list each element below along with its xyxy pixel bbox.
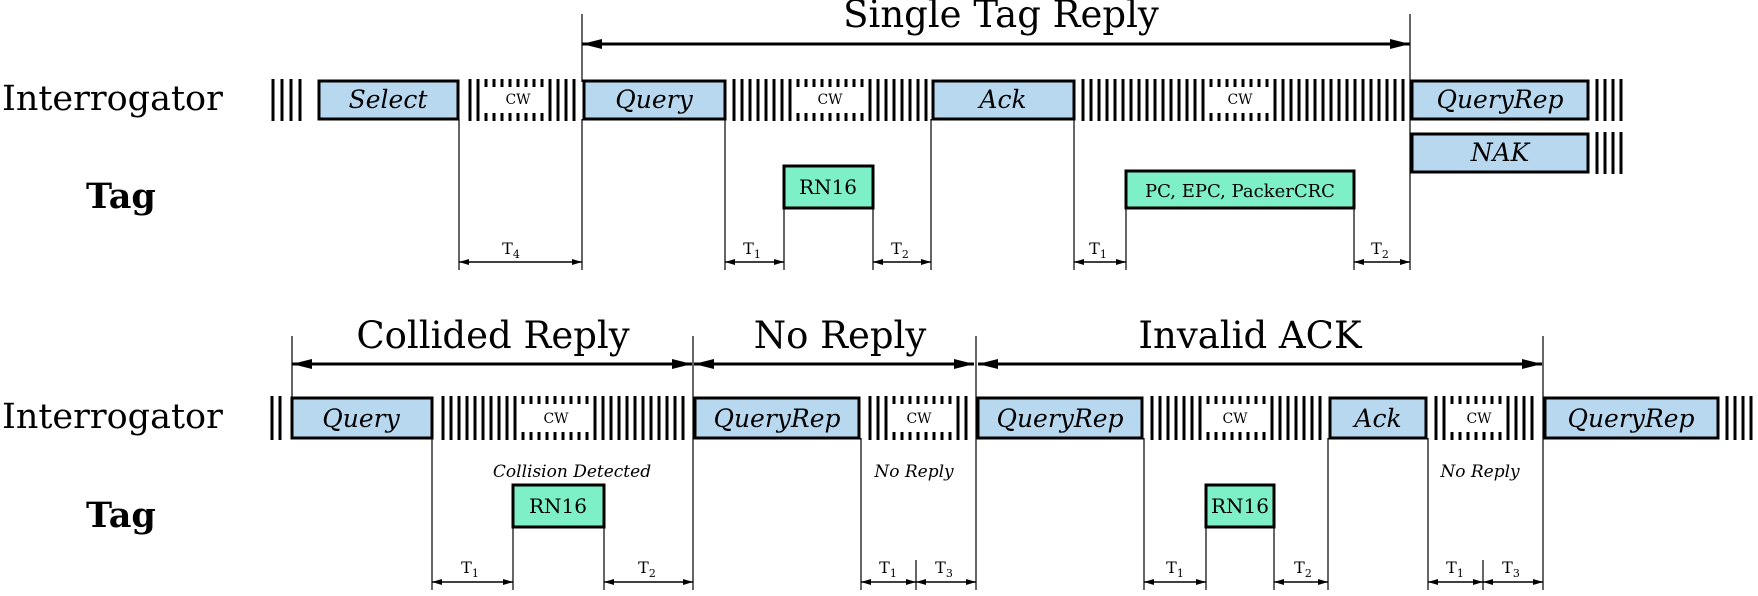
title-no-reply: No Reply (754, 314, 927, 357)
queryrep-command-box (1410, 79, 1590, 121)
t4-label: T4 (502, 239, 520, 261)
ack-command-label: Ack (1352, 404, 1401, 433)
pc-epc-crc-reply-label: PC, EPC, PackerCRC (1145, 181, 1335, 202)
ack-command-box (1328, 396, 1428, 440)
rn16-reply-box (782, 164, 875, 210)
no-reply-note: No Reply (1439, 462, 1520, 482)
cw-label: CW (543, 411, 569, 427)
queryrep-command-label: QueryRep (996, 404, 1123, 433)
cw-label: CW (1222, 411, 1248, 427)
select-command-label: Select (349, 85, 429, 114)
queryrep-command-label: QueryRep (713, 404, 840, 433)
title-single-tag-reply: Single Tag Reply (843, 0, 1159, 36)
queryrep-command-box (1543, 396, 1720, 440)
query-command-box (290, 396, 434, 440)
t1-label: T1 (461, 558, 479, 580)
t2-label: T2 (638, 558, 656, 580)
query-command-label: Query (322, 404, 400, 433)
t1-label: T1 (743, 239, 761, 261)
no-reply-note: No Reply (873, 462, 954, 482)
rn16-reply-label: RN16 (799, 175, 857, 199)
t2-label: T2 (891, 239, 909, 261)
rn16-reply-label: RN16 (1211, 494, 1269, 518)
ack-command-box (931, 79, 1076, 121)
nak-command-label: NAK (1470, 138, 1531, 167)
cw-label: CW (817, 92, 843, 108)
nak-command-box (1410, 132, 1590, 174)
t1-label: T1 (1166, 558, 1184, 580)
carrier-wave-hatches (270, 396, 1753, 440)
cw-label: CW (1227, 92, 1253, 108)
t3-label: T3 (1502, 558, 1520, 580)
queryrep-command-label: QueryRep (1567, 404, 1694, 433)
tag-label-bottom: Tag (86, 495, 156, 536)
t1-label: T1 (1089, 239, 1107, 261)
select-command-box (317, 79, 460, 121)
rn16-reply-label: RN16 (529, 494, 587, 518)
interrogator-label-top: Interrogator (2, 79, 223, 119)
title-invalid-ack: Invalid ACK (1138, 314, 1363, 357)
pc-epc-crc-reply-box (1124, 169, 1356, 210)
carrier-wave-hatches (271, 79, 1623, 174)
t2-label: T2 (1294, 558, 1312, 580)
t3-label: T3 (935, 558, 953, 580)
title-collided-reply: Collided Reply (356, 314, 629, 357)
t1-label: T1 (879, 558, 897, 580)
rn16-reply-box (1204, 483, 1276, 529)
cw-label: CW (505, 92, 531, 108)
tag-label-top: Tag (86, 176, 156, 217)
queryrep-command-box (693, 396, 861, 440)
query-command-box (582, 79, 727, 121)
collision-detected-note: Collision Detected (493, 462, 651, 482)
query-command-label: Query (615, 85, 693, 114)
rn16-reply-box (511, 483, 606, 529)
queryrep-command-label: QueryRep (1436, 85, 1563, 114)
t1-label: T1 (1446, 558, 1464, 580)
cw-label: CW (906, 411, 932, 427)
cw-label: CW (1466, 411, 1492, 427)
ack-command-label: Ack (977, 85, 1026, 114)
queryrep-command-box (976, 396, 1144, 440)
t2-label: T2 (1371, 239, 1389, 261)
interrogator-label-bottom: Interrogator (2, 397, 223, 437)
